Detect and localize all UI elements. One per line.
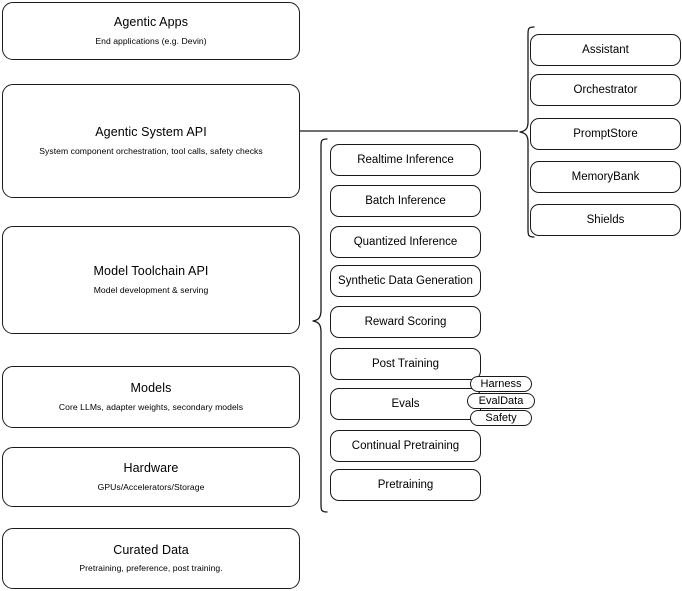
component-label: Continual Pretraining	[351, 440, 460, 452]
layer-title: Agentic System API	[95, 125, 207, 140]
evals-tag-label: Harness	[480, 378, 522, 390]
component-label: Synthetic Data Generation	[338, 275, 473, 287]
component-label: Shields	[586, 214, 625, 226]
component-realtime-inference[interactable]: Realtime Inference	[330, 144, 481, 176]
component-shields[interactable]: Shields	[530, 204, 681, 236]
layer-model-toolchain-api[interactable]: Model Toolchain API Model development & …	[2, 226, 300, 334]
layer-agentic-system-api[interactable]: Agentic System API System component orch…	[2, 84, 300, 198]
layer-models[interactable]: Models Core LLMs, adapter weights, secon…	[2, 366, 300, 428]
component-label: Pretraining	[377, 479, 434, 491]
component-synthetic-data-generation[interactable]: Synthetic Data Generation	[330, 265, 481, 297]
component-continual-pretraining[interactable]: Continual Pretraining	[330, 430, 481, 462]
model-toolchain-components-brace	[305, 138, 329, 513]
layer-subtitle: Core LLMs, adapter weights, secondary mo…	[58, 401, 244, 412]
layer-subtitle: System component orchestration, tool cal…	[39, 145, 263, 156]
component-reward-scoring[interactable]: Reward Scoring	[330, 306, 481, 338]
component-label: PromptStore	[573, 128, 638, 140]
component-quantized-inference[interactable]: Quantized Inference	[330, 226, 481, 258]
layer-curated-data[interactable]: Curated Data Pretraining, preference, po…	[2, 528, 300, 589]
agentic-system-connector-line	[300, 124, 520, 138]
component-label: Post Training	[371, 358, 440, 370]
layer-subtitle: Model development & serving	[93, 284, 209, 295]
component-label: Realtime Inference	[357, 154, 454, 166]
layer-title: Agentic Apps	[113, 15, 189, 30]
component-label: Quantized Inference	[353, 236, 458, 248]
component-assistant[interactable]: Assistant	[530, 34, 681, 66]
evals-tag-safety[interactable]: Safety	[470, 410, 532, 426]
layer-title: Curated Data	[113, 542, 189, 557]
layer-subtitle: Pretraining, preference, post training.	[79, 563, 223, 574]
layer-title: Hardware	[123, 461, 179, 476]
layer-subtitle: End applications (e.g. Devin)	[95, 35, 207, 46]
component-label: Reward Scoring	[364, 316, 447, 328]
layer-title: Models	[130, 381, 172, 396]
layer-subtitle: GPUs/Accelerators/Storage	[97, 481, 205, 492]
component-pretraining[interactable]: Pretraining	[330, 469, 481, 501]
component-label: Evals	[391, 398, 420, 410]
component-memorybank[interactable]: MemoryBank	[530, 161, 681, 193]
evals-tag-label: EvalData	[478, 395, 524, 407]
component-label: Batch Inference	[365, 195, 446, 207]
component-orchestrator[interactable]: Orchestrator	[530, 74, 681, 106]
evals-tag-evaldata[interactable]: EvalData	[467, 393, 535, 409]
layer-title: Model Toolchain API	[93, 264, 209, 279]
component-label: Assistant	[582, 44, 629, 56]
component-label: Orchestrator	[573, 84, 638, 96]
agentic-system-components-brace	[514, 26, 536, 238]
component-label: MemoryBank	[571, 171, 640, 183]
component-promptstore[interactable]: PromptStore	[530, 118, 681, 150]
component-post-training[interactable]: Post Training	[330, 348, 481, 380]
evals-tag-harness[interactable]: Harness	[470, 376, 532, 392]
component-batch-inference[interactable]: Batch Inference	[330, 185, 481, 217]
layer-hardware[interactable]: Hardware GPUs/Accelerators/Storage	[2, 447, 300, 507]
layer-agentic-apps[interactable]: Agentic Apps End applications (e.g. Devi…	[2, 2, 300, 60]
component-evals[interactable]: Evals	[330, 388, 481, 420]
evals-tag-label: Safety	[485, 412, 517, 424]
